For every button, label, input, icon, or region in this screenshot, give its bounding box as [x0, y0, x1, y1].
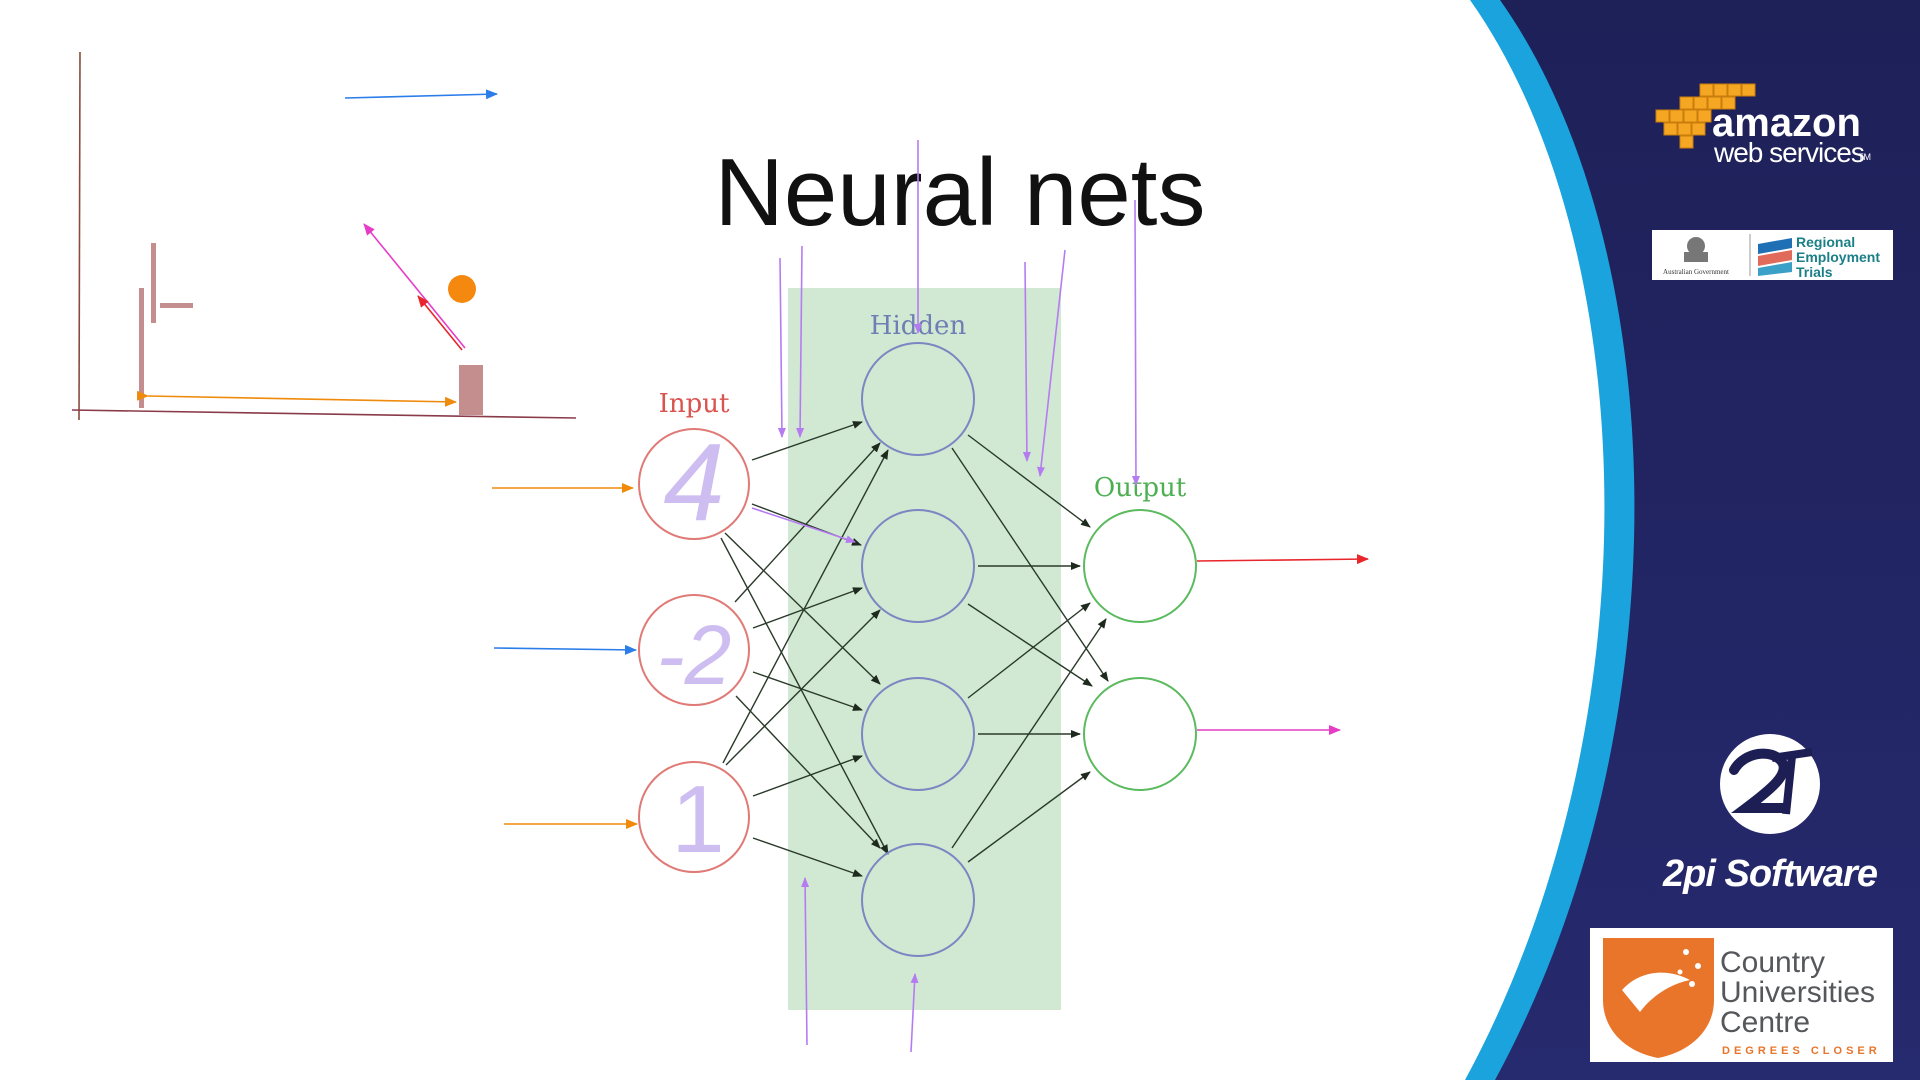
input-value-2: -2 — [657, 608, 732, 702]
input-layer-label: Input — [659, 389, 730, 419]
hidden-output-connections — [951, 434, 1109, 863]
physics-sketch — [71, 51, 577, 421]
sketch-hoop-rim — [160, 303, 193, 308]
aws-logo-line1: amazon — [1712, 101, 1861, 145]
input-neuron-2 — [638, 594, 750, 706]
output-neuron-2 — [1083, 677, 1197, 791]
sketch-hoop-pole — [139, 288, 144, 408]
sketch-wind-arrow — [344, 89, 498, 100]
aws-logo: amazon web services TM — [1655, 83, 1871, 168]
cuc-logo: Country Universities Centre DEGREES CLOS… — [1590, 928, 1893, 1062]
input-neuron-3 — [638, 761, 750, 873]
hidden-neuron-4 — [861, 843, 975, 957]
output-layer-label: Output — [1094, 473, 1187, 503]
ret-line3: Trials — [1796, 264, 1833, 280]
input-value-3: 1 — [671, 766, 724, 873]
cuc-line1: Country — [1720, 946, 1825, 979]
ret-emblem-icon — [1758, 238, 1792, 276]
ret-gov-text: Australian Government — [1663, 268, 1729, 276]
page-title: Neural nets — [714, 139, 1206, 246]
sketch-velocity-arrow-red — [417, 295, 463, 351]
cuc-tagline: DEGREES CLOSER — [1722, 1045, 1881, 1057]
twopi-name: 2pi Software — [1662, 853, 1878, 895]
sketch-distance-arrow — [136, 390, 457, 407]
ret-line2: Employment — [1796, 249, 1880, 265]
sketch-player — [459, 365, 483, 415]
ret-line1: Regional — [1796, 234, 1855, 250]
sketch-hoop-backboard — [151, 243, 156, 323]
output-neuron-1 — [1083, 509, 1197, 623]
input-arrow-2 — [493, 644, 637, 655]
input-neuron-1 — [638, 428, 750, 540]
aws-cubes-icon — [1655, 83, 1756, 149]
hidden-neuron-1 — [861, 342, 975, 456]
ret-logo: Australian Government Regional Employmen… — [1652, 230, 1893, 280]
output-layer — [1083, 509, 1197, 791]
input-layer — [638, 428, 750, 873]
twopi-symbol-icon — [1720, 734, 1820, 834]
aws-logo-tm: TM — [1858, 152, 1871, 162]
cuc-line2: Universities — [1720, 976, 1875, 1009]
coat-of-arms-icon — [1684, 237, 1708, 262]
hidden-neuron-3 — [861, 677, 975, 791]
input-value-1: 4 — [663, 421, 724, 544]
hidden-neuron-2 — [861, 509, 975, 623]
input-hidden-connections — [720, 421, 889, 877]
cuc-shield-icon — [1603, 938, 1714, 1058]
cuc-line3: Centre — [1720, 1006, 1810, 1039]
sketch-x-axis — [71, 409, 577, 419]
aws-logo-line2: web services — [1713, 137, 1864, 168]
annotation-arrows — [751, 140, 1140, 1053]
hidden-layer-band — [788, 288, 1061, 1010]
hidden-layer — [861, 342, 975, 957]
sketch-ball — [448, 275, 476, 303]
sketch-y-axis — [78, 51, 81, 421]
twopi-logo: 2pi Software — [1662, 734, 1879, 895]
output-arrow-1 — [1196, 554, 1369, 565]
handwritten-input-values: 4 -2 1 — [657, 421, 732, 873]
sketch-velocity-arrow-pink — [363, 223, 466, 349]
